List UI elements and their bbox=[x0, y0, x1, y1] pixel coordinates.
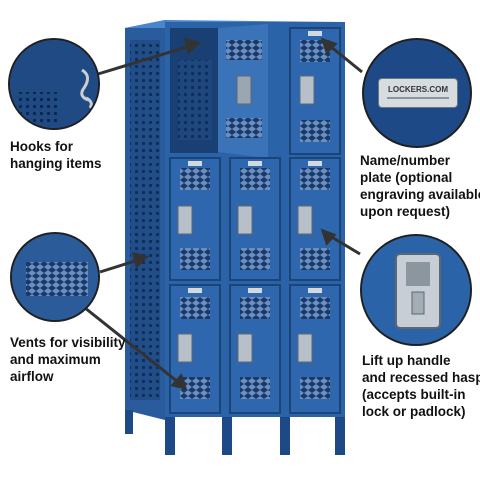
locker-side-mesh bbox=[130, 40, 160, 400]
callout-hooks-line: Hooks for bbox=[10, 139, 74, 154]
callout-name-plate-line: plate (optional bbox=[360, 170, 453, 185]
callout-vents-line: Vents for visibility bbox=[10, 335, 126, 350]
vent-detail-circle bbox=[10, 232, 100, 322]
open-compartment-mesh bbox=[178, 60, 212, 140]
locker-leg bbox=[280, 417, 290, 455]
door-handles bbox=[177, 75, 315, 363]
callout-name-plate-line: Name/number bbox=[360, 153, 451, 168]
callout-handle-line: and recessed hasp bbox=[362, 370, 480, 385]
handle-icon bbox=[362, 236, 470, 344]
callout-name-plate-line: upon request) bbox=[360, 204, 450, 219]
callout-name-plate-line: engraving available bbox=[360, 187, 480, 202]
callout-handle-line: (accepts built-in bbox=[362, 387, 466, 402]
callout-handle-line: lock or padlock) bbox=[362, 404, 466, 419]
hook-icon bbox=[10, 40, 98, 128]
vent-icon bbox=[12, 234, 98, 320]
locker-leg bbox=[165, 417, 175, 455]
callout-hooks: Hooks for hanging items bbox=[10, 138, 102, 172]
callout-hooks-line: hanging items bbox=[10, 156, 102, 171]
name-plate-detail-circle: LOCKERS.COM bbox=[362, 38, 472, 148]
locker-leg bbox=[125, 410, 133, 434]
callout-handle: Lift up handle and recessed hasp (accept… bbox=[362, 352, 480, 420]
hook-detail-circle bbox=[8, 38, 100, 130]
handle-detail-circle bbox=[360, 234, 472, 346]
name-plate-label: LOCKERS.COM bbox=[388, 85, 448, 94]
callout-name-plate: Name/number plate (optional engraving av… bbox=[360, 152, 480, 220]
locker-leg bbox=[335, 417, 345, 455]
callout-vents: Vents for visibility and maximum airflow bbox=[10, 334, 126, 385]
name-plate-icon: LOCKERS.COM bbox=[378, 78, 458, 108]
callout-vents-line: airflow bbox=[10, 369, 54, 384]
open-door-vent bbox=[226, 40, 262, 60]
locker-leg bbox=[222, 417, 232, 455]
door-vents bbox=[180, 40, 330, 399]
callout-handle-line: Lift up handle bbox=[362, 353, 451, 368]
open-door-vent bbox=[226, 118, 262, 138]
callout-vents-line: and maximum bbox=[10, 352, 101, 367]
open-door-handle bbox=[236, 75, 252, 105]
number-plates bbox=[188, 31, 322, 293]
